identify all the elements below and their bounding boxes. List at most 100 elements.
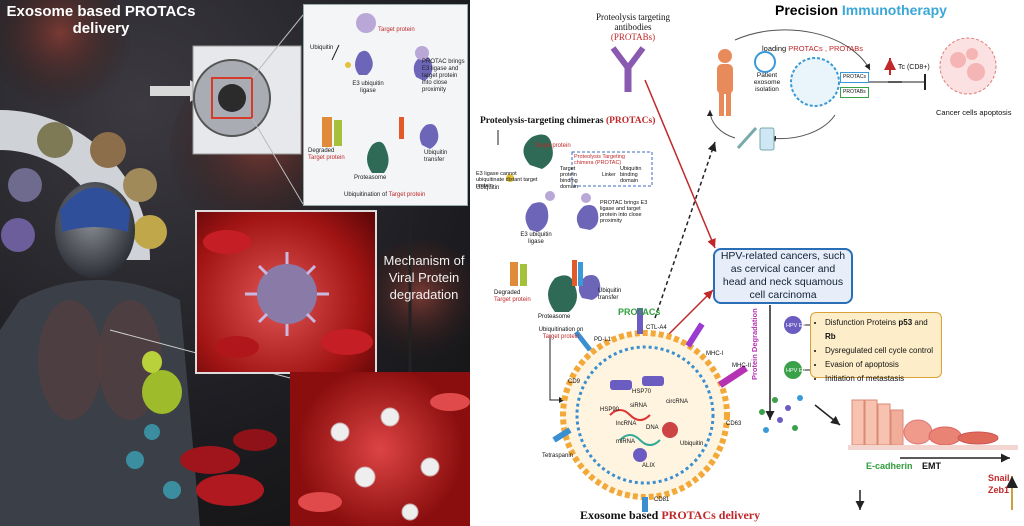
arrow-line (814, 404, 841, 426)
mech-e3-cannot: E3 ligase cannot ubiquitinate distant ta… (476, 171, 538, 189)
exosome-type-icon (90, 132, 126, 168)
exosome-type-icon (123, 168, 157, 202)
hpv-e6-label: HPV E6 (786, 323, 806, 329)
blood-cell-icon (203, 230, 251, 254)
inset-ubiquitin-transfer: Ubiquitin transfer (424, 150, 448, 163)
emt-cells-icon (848, 399, 1018, 450)
proteasome-icon (367, 141, 389, 173)
virus-icon (257, 264, 317, 324)
right-diagram-art (497, 29, 1018, 512)
exosome-icon (401, 503, 419, 521)
exosome-icon (380, 407, 400, 427)
mech-proteasome: Proteasome (538, 314, 571, 320)
zoom-frame (211, 77, 253, 119)
exosome-label-pdl1: PD-L1 (594, 337, 612, 343)
exosome-label-tetraspanin: Tetraspanin (542, 453, 574, 459)
protacs-label: Proteolysis-targeting chimeras (PROTACs) (480, 116, 656, 126)
mechanism-inset-art (322, 13, 439, 173)
e-cadherin-label: E-cadherin (866, 461, 913, 471)
ubiquitin-chain-icon (399, 117, 404, 139)
hero-mask (60, 187, 130, 232)
hpv-effects-box: Disfunction Proteins p53 and Rb Dysregul… (810, 312, 942, 383)
effect-item: Evasion of apoptosis (825, 358, 936, 372)
blood-cell-icon (430, 393, 470, 411)
left-title: Exosome based PROTACs delivery (6, 3, 196, 37)
arrow-line (644, 79, 716, 249)
zoom-line (251, 117, 304, 205)
exosome-core-icon (218, 84, 246, 112)
exosome-label-ubiquitin: Ubiquitin (680, 441, 704, 447)
mech-ubiquitination: Ubiquitination on Target protein (538, 327, 584, 340)
mech-target-protein: Target protein (534, 143, 571, 149)
exosome-label-cd9: CD9 (568, 379, 581, 385)
effect-item: Disfunction Proteins p53 and Rb (825, 316, 936, 344)
exosome-label-cd63: CD63 (726, 421, 742, 427)
e3-ligase-icon (578, 275, 601, 300)
mechanism-inset: Target protein Ubiquitin E3 ubiquitin li… (303, 4, 468, 206)
blood-cell-icon (321, 329, 373, 355)
hpv-e7-icon (784, 361, 802, 379)
exosome-bloodstream-image (290, 372, 470, 526)
blood-cell-icon (196, 474, 264, 506)
arrow-line (331, 44, 340, 61)
precision-immunotherapy-title: Precision Immunotherapy (775, 2, 947, 18)
exosome-icon (330, 422, 350, 442)
protein-degradation-label: Protein Degradation (750, 308, 759, 380)
exosome-icon (754, 51, 776, 73)
hpv-e6-icon (784, 316, 802, 334)
cycle-arrow (706, 109, 736, 139)
blood-cell-icon (233, 429, 277, 451)
mechanism-label: Mechanism of Viral Protein degradation (383, 253, 465, 302)
protacs-green-label: PROTACs (618, 307, 661, 317)
degraded-protein-icon (334, 120, 342, 146)
inset-e3-ligase: E3 ubiquitin ligase (352, 81, 384, 94)
inset-protac-brings: PROTAC brings E3 ligase and target prote… (422, 59, 465, 93)
exosome-label-cd81: CD81 (654, 497, 670, 503)
virus-icon (163, 481, 181, 499)
target-protein-icon (545, 191, 555, 201)
effect-item: Initiation of metastasis (825, 372, 936, 386)
exosome-label-mhc1: MHC-I (706, 351, 724, 357)
ubiquitin-icon (506, 174, 514, 182)
blood-cell-icon (180, 446, 240, 474)
virus-icon (144, 424, 160, 440)
syringe-icon (736, 126, 758, 150)
exosome-type-icon (133, 215, 167, 249)
exosome-icon (420, 457, 440, 477)
green-cell-icon (142, 370, 182, 414)
exosome-label-hsp90: HSP90 (600, 407, 620, 413)
connector-line (549, 335, 565, 403)
target-protein-icon (581, 193, 591, 203)
mech-protac-brings: PROTAC brings E3 ligase and target prote… (600, 200, 648, 224)
exosome-label-hsp70: HSP70 (632, 389, 652, 395)
left-panel: Exosome based PROTACs delivery Target pr… (0, 0, 470, 526)
effect-item: Dysregulated cell cycle control (825, 344, 936, 358)
background-virus (0, 0, 130, 110)
blood-cell-icon (215, 336, 259, 358)
e3-ligase-icon (413, 56, 433, 81)
exosome-diagram (552, 308, 748, 512)
degraded-protein-icon (520, 264, 527, 286)
arrow-right-icon (150, 80, 205, 102)
ubiquitin-chain-icon (578, 262, 583, 286)
exosome-label-mhc2: MHC-II (732, 363, 751, 369)
exosome-label-ctla4: CTL-A4 (646, 325, 667, 331)
inset-proteasome: Proteasome (354, 175, 387, 181)
proteasome-icon (548, 275, 577, 312)
loaded-exosome-icon (790, 57, 840, 107)
proteasome-icon (523, 134, 553, 169)
exosome-label-alix: ALIX (642, 463, 656, 469)
exosome-label-dna: DNA (646, 425, 659, 431)
left-background-art (0, 0, 470, 526)
ubiquitin-chain-icon (572, 260, 577, 286)
virus-illustration (203, 230, 373, 358)
lung-icon (38, 300, 102, 420)
degraded-fragments-icon (759, 395, 803, 433)
mech-e3-ligase: E3 ubiquitin ligase (520, 232, 552, 245)
exosome-label-circrna: circRNA (666, 399, 688, 405)
protabs-label: Proteolysis targeting antibodies(PROTABs… (595, 12, 671, 42)
blood-cell-icon (298, 492, 342, 512)
cancer-cells-icon (939, 37, 997, 95)
